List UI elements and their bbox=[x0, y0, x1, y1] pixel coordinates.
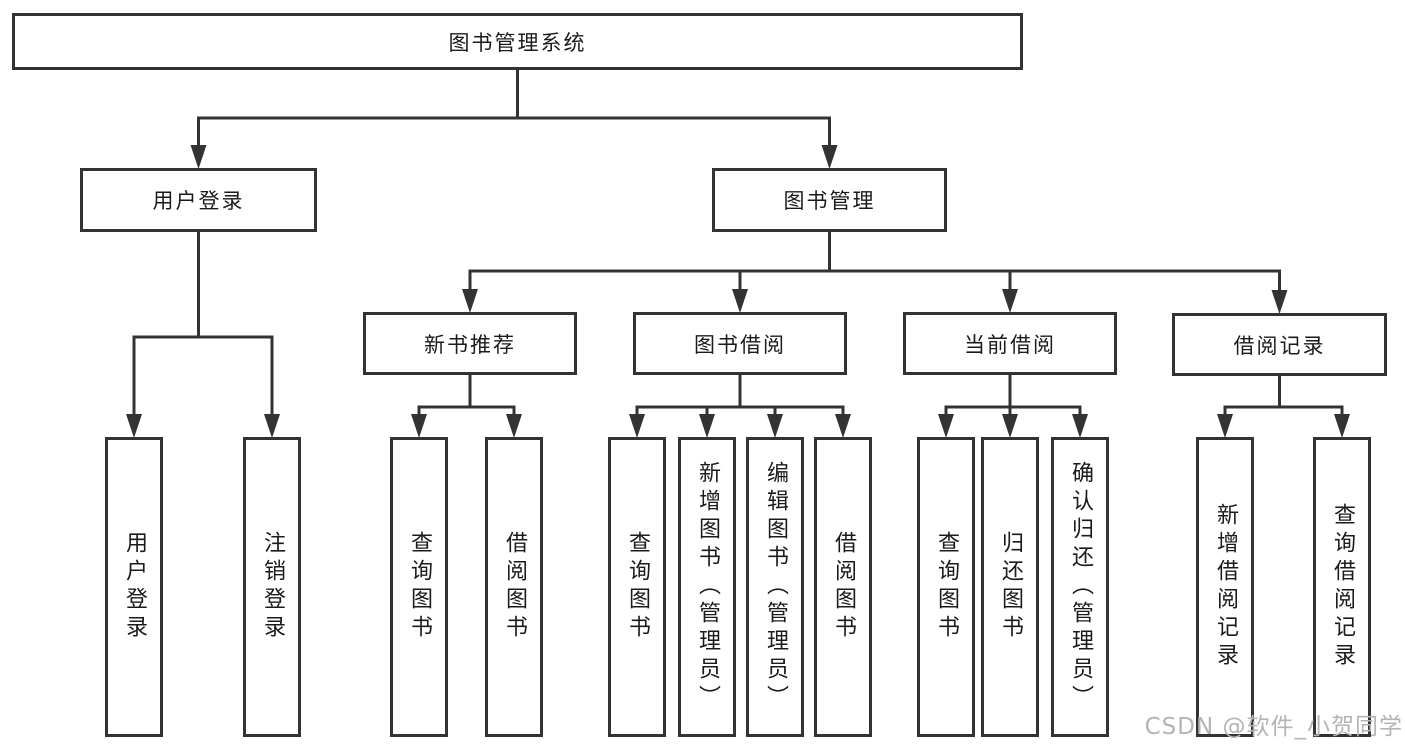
arrowhead-icon bbox=[1002, 289, 1018, 313]
node-label: 用户登录 bbox=[152, 189, 245, 213]
node-label: 归还图书 bbox=[998, 531, 1023, 643]
node-label: 用户登录 bbox=[122, 531, 147, 643]
node-label: 新增借阅记录 bbox=[1213, 503, 1238, 671]
node-label: 查询图书 bbox=[407, 531, 432, 643]
arrowhead-icon bbox=[264, 414, 280, 438]
node-label: 查询图书 bbox=[625, 531, 650, 643]
node-label: 借阅图书 bbox=[831, 531, 856, 643]
node-col-borrow-book-b: 借阅图书 bbox=[814, 437, 872, 737]
node-user-login: 用户登录 bbox=[80, 168, 317, 232]
node-label: 借阅记录 bbox=[1233, 333, 1326, 358]
arrowhead-icon bbox=[190, 145, 207, 169]
arrowhead-icon bbox=[1072, 414, 1088, 438]
arrowhead-icon bbox=[835, 414, 851, 438]
node-col-add-book: 新增图书（管理员） bbox=[678, 437, 736, 737]
arrowhead-icon bbox=[462, 289, 478, 313]
node-label: 新增图书（管理员） bbox=[695, 461, 720, 713]
node-label: 确认归还（管理员） bbox=[1068, 461, 1093, 713]
node-col-logout: 注销登录 bbox=[243, 437, 301, 737]
node-new-book-rec: 新书推荐 bbox=[363, 312, 577, 375]
node-current-borrow: 当前借阅 bbox=[903, 312, 1117, 375]
node-borrow-records: 借阅记录 bbox=[1172, 313, 1387, 376]
node-col-return-book: 归还图书 bbox=[981, 437, 1039, 737]
node-root: 图书管理系统 bbox=[12, 13, 1023, 70]
arrowhead-icon bbox=[126, 414, 142, 438]
node-label: 当前借阅 bbox=[964, 332, 1056, 357]
node-label: 新书推荐 bbox=[424, 332, 516, 357]
arrowhead-icon bbox=[1217, 414, 1233, 438]
node-book-borrow: 图书借阅 bbox=[633, 312, 847, 375]
node-col-user-login: 用户登录 bbox=[105, 437, 163, 737]
watermark: CSDN @软件_小贺同学 bbox=[1144, 714, 1403, 740]
node-label: 查询借阅记录 bbox=[1330, 503, 1355, 671]
node-col-query-book-c: 查询图书 bbox=[917, 437, 975, 737]
node-label: 图书管理系统 bbox=[448, 30, 587, 55]
arrowhead-icon bbox=[699, 414, 715, 438]
node-col-query-book-a: 查询图书 bbox=[390, 437, 448, 737]
node-col-edit-book: 编辑图书（管理员） bbox=[746, 437, 804, 737]
arrowhead-icon bbox=[821, 145, 838, 169]
node-book-mgmt: 图书管理 bbox=[712, 168, 947, 232]
arrowhead-icon bbox=[411, 414, 427, 438]
node-col-add-borrow-rec: 新增借阅记录 bbox=[1196, 437, 1254, 737]
arrowhead-icon bbox=[1271, 290, 1288, 314]
node-label: 图书借阅 bbox=[694, 332, 786, 357]
node-label: 查询图书 bbox=[934, 531, 959, 643]
connector-lines bbox=[132, 68, 1344, 418]
node-label: 借阅图书 bbox=[502, 531, 527, 643]
node-col-borrow-book-a: 借阅图书 bbox=[485, 437, 543, 737]
node-col-confirm-return: 确认归还（管理员） bbox=[1051, 437, 1109, 737]
node-col-query-book-b: 查询图书 bbox=[608, 437, 666, 737]
arrowhead-icon bbox=[506, 414, 522, 438]
arrowhead-icon bbox=[629, 414, 645, 438]
arrowhead-icon bbox=[767, 414, 783, 438]
arrowhead-icon bbox=[1334, 414, 1350, 438]
arrowhead-icon bbox=[732, 289, 748, 313]
arrowhead-icon bbox=[938, 414, 954, 438]
node-col-query-borrow-rec: 查询借阅记录 bbox=[1313, 437, 1371, 737]
node-label: 图书管理 bbox=[783, 189, 876, 213]
arrowhead-icon bbox=[1002, 414, 1018, 438]
node-label: 编辑图书（管理员） bbox=[763, 461, 788, 713]
node-label: 注销登录 bbox=[260, 531, 285, 643]
